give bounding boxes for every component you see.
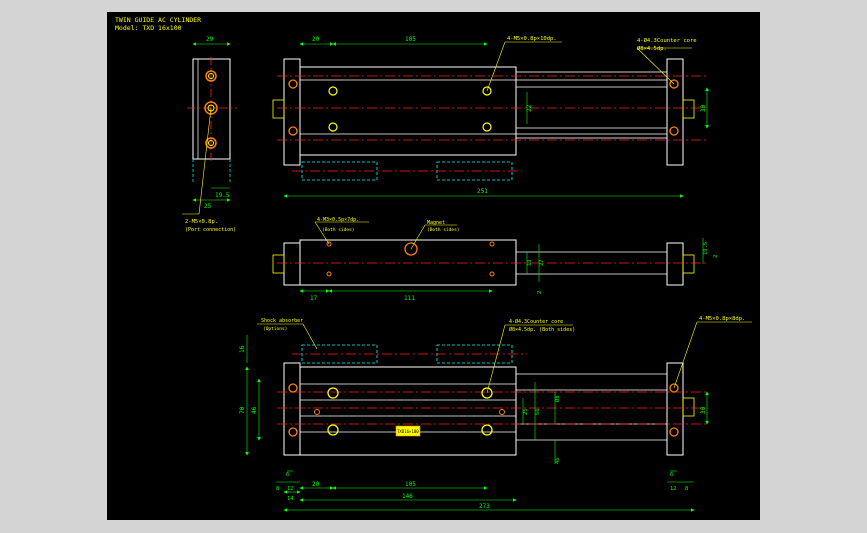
nameplate-label: TXD16×100 (397, 429, 419, 434)
label-shock-absorber-note: (Options) (263, 326, 287, 332)
label-port-connection-note: (Port connection) (185, 227, 236, 233)
dim-side-2b: 2 (713, 255, 719, 258)
dim-bot-16: 16 (239, 345, 246, 353)
dim-end-bottom: 25 (204, 203, 212, 210)
label-magnet: Magnet (427, 220, 445, 226)
dim-side-27: 27 (539, 259, 545, 266)
dim-end-width: 29 (206, 36, 214, 43)
dim-bot-70: 70 (239, 406, 246, 414)
label-cbore-top: 4-Ø4.3Counter core (637, 37, 697, 44)
dim-bot-20: 20 (312, 481, 320, 488)
drawing-title: TWIN GUIDE AC CYLINDER (115, 16, 201, 24)
dim-bot-8-left: 8 (276, 486, 279, 492)
dim-bot-diameter-8: Ø8 (554, 395, 561, 402)
dim-bot-146: 146 (402, 493, 413, 500)
dim-side-17: 17 (310, 295, 318, 302)
label-tap-bottom: 4-M5×0.8p×8dp. (699, 316, 745, 322)
dim-bot-14: 14 (287, 496, 294, 502)
dim-bot-8-right: 8 (685, 486, 688, 492)
dim-top-22: 22 (526, 104, 533, 112)
label-tap-side: 4-M3×0.5p×7dp. (317, 217, 359, 223)
dim-bot-6-left: 6 (286, 472, 289, 478)
label-magnet-note: (Both sides) (427, 227, 460, 233)
top-view: 20 105 251 30 22 4-M5×0.8p×10dp. 4-Ø4.3C… (272, 36, 709, 198)
drawing-model: Model: TXD 16x100 (115, 24, 182, 32)
dim-bot-12-left: 12 (287, 486, 294, 492)
label-shock-absorber: Shock absorber (261, 318, 303, 324)
label-tap-top: 4-M5×0.8p×10dp. (507, 36, 557, 42)
dim-top-251: 251 (477, 188, 488, 195)
dim-bot-273: 273 (479, 503, 490, 510)
dim-side-19: 19 (527, 259, 533, 266)
dim-top-left: 20 (312, 36, 320, 43)
label-cbore-bottom-depth: Ø8×4.5dp. (Both sides) (509, 326, 575, 333)
bottom-view: TXD16×100 16 70 46 25 56 Ø8 46 30 6 8 12… (239, 316, 752, 512)
dim-top-105: 105 (405, 36, 416, 43)
dim-side-2: 2 (537, 291, 543, 294)
cad-drawing-canvas: TWIN GUIDE AC CYLINDER Model: TXD 16x100… (107, 12, 760, 520)
dim-bot-6-right: 6 (670, 472, 673, 478)
dim-end-offset: 19.5 (215, 192, 230, 199)
dim-bot-25: 25 (523, 408, 529, 415)
dim-bot-56: 56 (535, 408, 541, 415)
label-cbore-bottom: 4-Ø4.3Counter core (509, 318, 563, 325)
dim-side-19-5: 19.5 (703, 242, 709, 255)
dim-bot-46b: 46 (555, 457, 561, 464)
label-tap-side-note: (Both sides) (322, 227, 355, 233)
dim-bot-105: 105 (405, 481, 416, 488)
dim-bot-46: 46 (251, 406, 258, 414)
label-port-connection: 2-M5×0.8p. (185, 219, 218, 225)
label-cbore-top-depth: Ø8×4.5dp. (637, 45, 667, 52)
end-view: 29 19.5 25 2-M5×0.8p. (Port connection) (182, 36, 237, 233)
cad-drawing: TWIN GUIDE AC CYLINDER Model: TXD 16x100… (115, 16, 752, 512)
dim-bot-12-right: 12 (670, 486, 677, 492)
side-view: 17 111 19 27 2 19.5 2 4-M3×0.5p×7dp. (Bo… (272, 217, 719, 302)
dim-side-111: 111 (404, 295, 415, 302)
dim-top-30: 30 (700, 104, 707, 112)
dim-bot-30: 30 (700, 406, 707, 414)
